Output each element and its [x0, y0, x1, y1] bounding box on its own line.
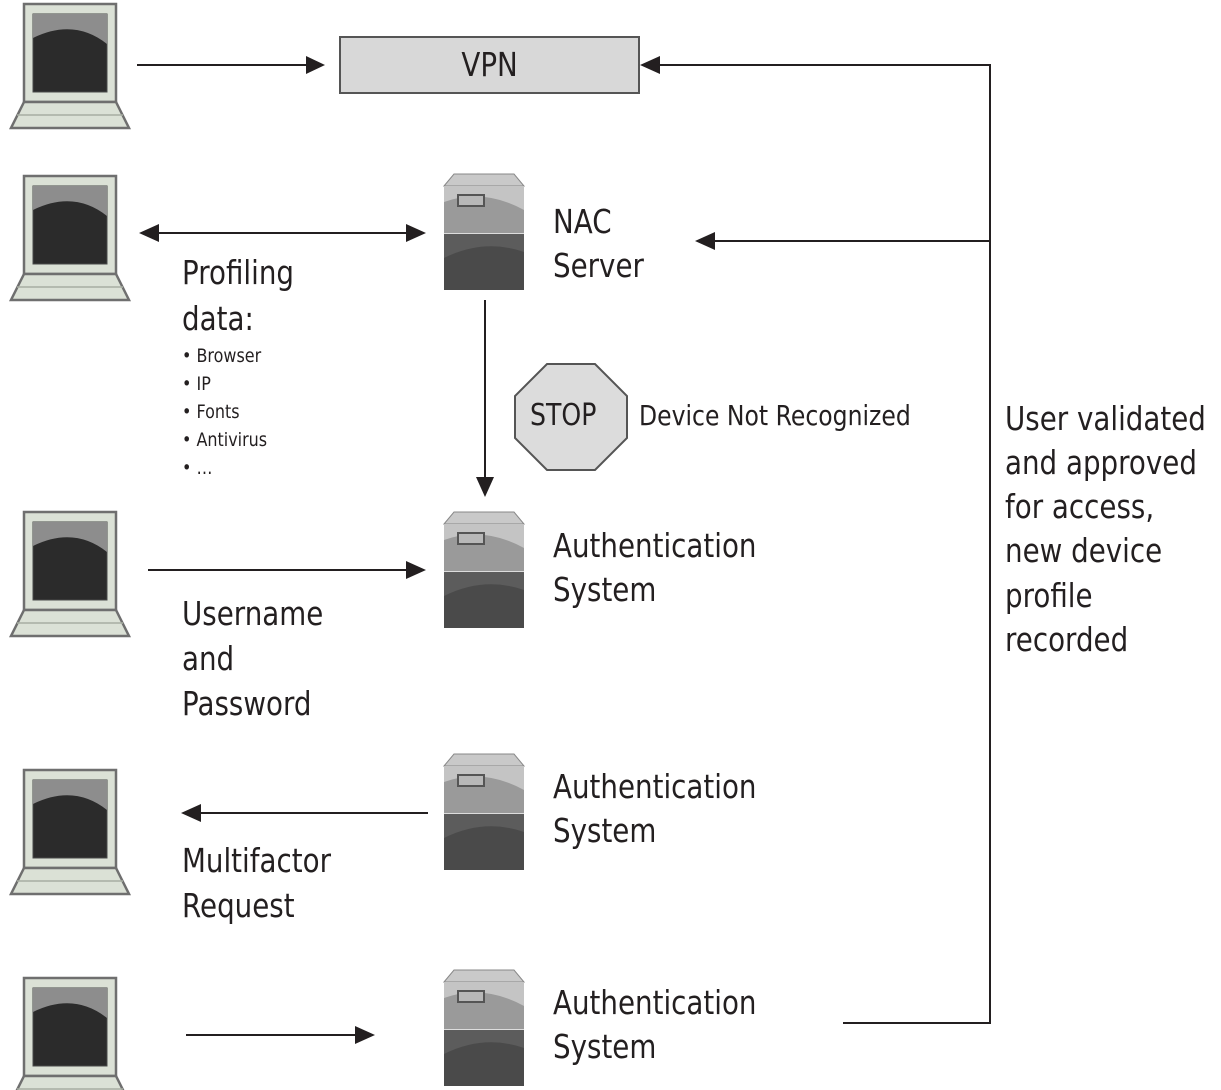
auth-system-label-line2: System	[553, 1027, 657, 1066]
arrowhead	[181, 804, 201, 822]
auth-server-icon	[443, 969, 525, 1087]
auth-server-icon	[443, 753, 525, 871]
stop-sign-label: STOP	[530, 398, 597, 433]
profiling-item: • …	[182, 457, 213, 479]
arrowhead	[406, 224, 426, 242]
validated-note-line: profile	[1005, 576, 1093, 615]
feedback-line	[658, 64, 991, 1024]
auth-system-label-line1: Authentication	[553, 983, 757, 1022]
vpn-label: VPN	[461, 45, 518, 84]
profiling-title-line1: Profiling	[182, 253, 295, 292]
arrowhead	[406, 561, 426, 579]
laptop-icon	[9, 2, 131, 130]
arrowhead	[695, 232, 715, 250]
multifactor-label-line2: Request	[182, 886, 295, 925]
nac-server-icon	[443, 173, 525, 291]
credentials-label-line2: and	[182, 639, 235, 678]
auth-server-icon	[443, 511, 525, 629]
profiling-item: • Fonts	[182, 401, 240, 423]
validated-note-line: for access,	[1005, 487, 1155, 526]
auth-system-label-line2: System	[553, 811, 657, 850]
credentials-label-line3: Password	[182, 684, 312, 723]
validated-note-line: recorded	[1005, 620, 1129, 659]
validated-note-line: and approved	[1005, 443, 1197, 482]
profiling-item: • Antivirus	[182, 429, 268, 451]
credentials-label-line1: Username	[182, 594, 324, 633]
arrowhead	[640, 56, 660, 74]
laptop-icon	[9, 510, 131, 638]
stop-sign-icon	[514, 363, 628, 471]
validated-note-line: User validated	[1005, 399, 1206, 438]
auth-system-label-line2: System	[553, 570, 657, 609]
laptop-icon	[9, 976, 131, 1090]
auth-system-label-line1: Authentication	[553, 767, 757, 806]
validated-note-line: new device	[1005, 531, 1163, 570]
profiling-title-line2: data:	[182, 299, 254, 338]
vpn-box	[339, 36, 640, 94]
nac-server-label-line2: Server	[553, 246, 644, 285]
laptop-icon	[9, 174, 131, 302]
nac-server-label-line1: NAC	[553, 202, 612, 241]
arrowhead	[355, 1026, 375, 1044]
profiling-item: • Browser	[182, 345, 262, 367]
auth-system-label-line1: Authentication	[553, 526, 757, 565]
arrowhead	[139, 224, 159, 242]
device-not-recognized-caption: Device Not Recognized	[639, 399, 911, 432]
laptop-icon	[9, 768, 131, 896]
profiling-item: • IP	[182, 373, 211, 395]
multifactor-label-line1: Multifactor	[182, 841, 331, 880]
arrowhead	[306, 56, 325, 74]
arrowhead	[476, 477, 494, 497]
